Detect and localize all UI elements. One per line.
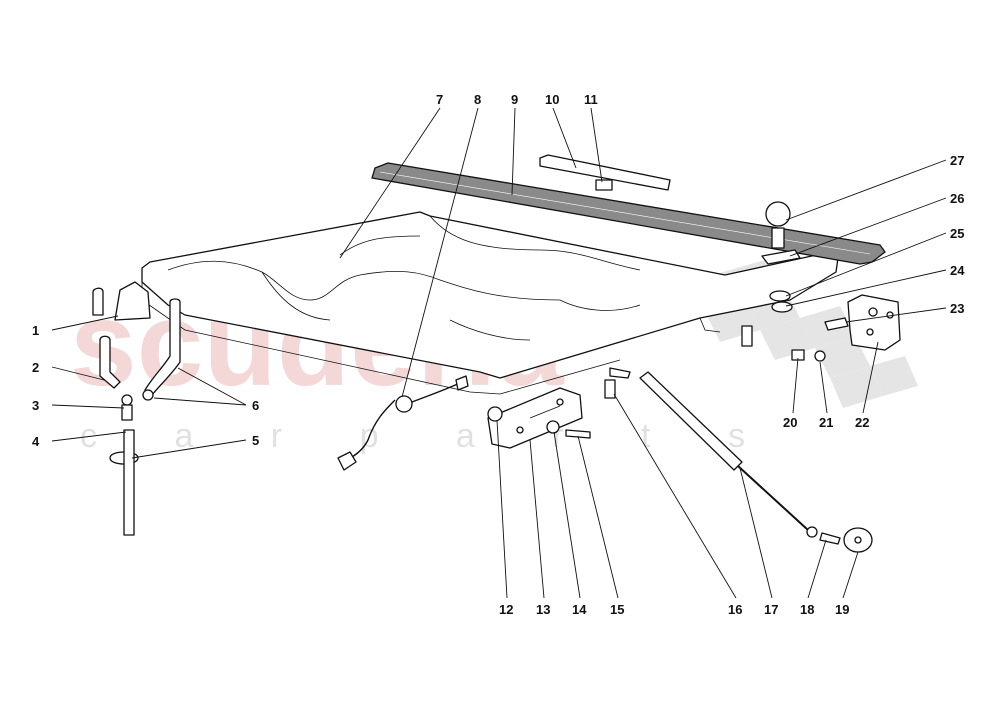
callout-20: 20 — [783, 415, 797, 430]
callout-13: 13 — [536, 602, 550, 617]
callout-8: 8 — [474, 92, 481, 107]
callout-4: 4 — [32, 434, 40, 449]
callout-17: 17 — [764, 602, 778, 617]
callout-12: 12 — [499, 602, 513, 617]
callout-11: 11 — [584, 92, 598, 107]
callout-19: 19 — [835, 602, 849, 617]
callout-7: 7 — [436, 92, 443, 107]
callout-3: 3 — [32, 398, 39, 413]
callout-10: 10 — [545, 92, 559, 107]
stud — [604, 367, 631, 399]
callout-14: 14 — [572, 602, 587, 617]
clip-part — [595, 179, 613, 191]
gas-strut — [639, 371, 818, 538]
callout-27: 27 — [950, 153, 964, 168]
callout-6: 6 — [252, 398, 259, 413]
callout-5: 5 — [252, 433, 259, 448]
callout-15: 15 — [610, 602, 624, 617]
callout-23: 23 — [950, 301, 964, 316]
callout-1: 1 — [32, 323, 39, 338]
callout-labels: 1 2 3 4 5 6 7 8 9 10 11 12 13 14 15 16 1… — [32, 92, 965, 617]
callout-18: 18 — [800, 602, 814, 617]
callout-16: 16 — [728, 602, 742, 617]
trim-bar — [539, 154, 671, 191]
bolt-washer — [819, 527, 873, 553]
callout-2: 2 — [32, 360, 39, 375]
callout-26: 26 — [950, 191, 964, 206]
callout-25: 25 — [950, 226, 964, 241]
callout-22: 22 — [855, 415, 869, 430]
callout-9: 9 — [511, 92, 518, 107]
hose-assembly — [92, 281, 181, 536]
latch-assembly — [487, 387, 591, 449]
hinge-assembly — [741, 201, 901, 362]
callout-21: 21 — [819, 415, 833, 430]
callout-24: 24 — [950, 263, 965, 278]
release-cable — [337, 375, 469, 471]
mesh-grille — [371, 162, 886, 265]
leader-lines — [51, 107, 947, 599]
